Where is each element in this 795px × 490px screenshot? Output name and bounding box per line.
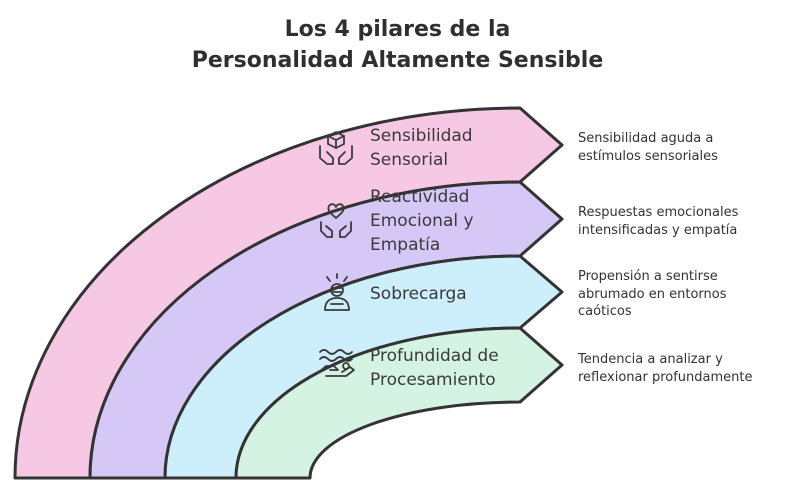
title-line-1: Los 4 pilares de la	[284, 17, 511, 42]
description-line: Respuestas emocionales	[578, 205, 739, 220]
pillar-label-reactividad-emocional: Reactividad Emocional y Empatía	[370, 185, 540, 257]
pillar-label-line: Procesamiento	[370, 370, 496, 390]
hands-holding-box-icon	[319, 131, 353, 165]
pillar-description-profundidad-procesamiento: Tendencia a analizar y reflexionar profu…	[578, 351, 788, 386]
pillar-label-sensibilidad-sensorial: Sensibilidad Sensorial	[370, 124, 540, 172]
description-line: Tendencia a analizar y	[578, 352, 723, 367]
pillar-label-line: Profundidad de	[370, 346, 499, 366]
description-line: caóticos	[578, 304, 632, 319]
hand-waves-icon	[318, 349, 355, 377]
arc-band-profundidad-procesamiento	[234, 326, 564, 480]
pillar-label-line: Sensorial	[370, 150, 449, 170]
pillar-label-line: Sobrecarga	[370, 284, 467, 304]
pillar-label-sobrecarga: Sobrecarga	[370, 282, 540, 306]
title-line-2: Personalidad Altamente Sensible	[191, 48, 604, 73]
description-line: Sensibilidad aguda a	[578, 131, 714, 146]
pillar-description-reactividad-emocional: Respuestas emocionales intensificadas y …	[578, 204, 788, 239]
hands-heart-icon	[320, 203, 352, 238]
pillar-label-line: Empatía	[370, 235, 441, 255]
pillar-label-line: Reactividad	[370, 187, 470, 207]
pillar-label-line: Emocional y	[370, 211, 474, 231]
description-line: Propensión a sentirse	[578, 269, 718, 284]
description-line: abrumado en entornos	[578, 286, 727, 302]
pillar-description-sensibilidad-sensorial: Sensibilidad aguda a estímulos sensorial…	[578, 130, 788, 165]
pillar-label-profundidad-procesamiento: Profundidad de Procesamiento	[370, 344, 540, 392]
pillar-description-sobrecarga: Propensión a sentirse abrumado en entorn…	[578, 268, 788, 321]
description-line: reflexionar profundamente	[578, 369, 753, 385]
diagram-title: Los 4 pilares de la Personalidad Altamen…	[0, 14, 795, 76]
description-line: estímulos sensoriales	[578, 148, 718, 164]
overwhelmed-person-icon	[324, 273, 350, 311]
pillar-label-line: Sensibilidad	[370, 126, 473, 146]
description-line: intensificadas y empatía	[578, 222, 738, 238]
